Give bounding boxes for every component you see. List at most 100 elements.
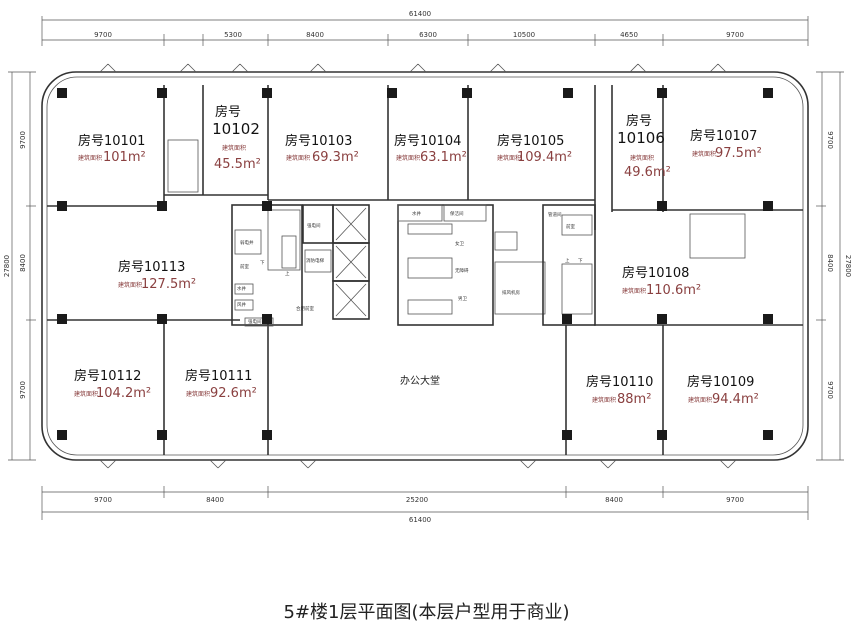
left-dim-3: 9700 (19, 381, 27, 399)
room-10113-area-label: 建筑面积 (118, 281, 142, 289)
bottom-dim-5: 9700 (726, 496, 744, 504)
elevator-core: 强电间 消防电梯 (302, 204, 370, 320)
room-10111-name: 房号10111 (185, 368, 252, 384)
column-5 (462, 88, 472, 98)
room-10103-name: 房号10103 (285, 133, 352, 149)
left-dimensions: 27800 9700 8400 9700 (3, 71, 36, 461)
room-10113-area: 127.5m² (141, 277, 196, 292)
column-18 (657, 314, 667, 324)
room-10111: 房号10111 建筑面积 92.6m² (185, 368, 257, 401)
top-dim-2: 5300 (224, 31, 242, 39)
building-inner-wall (46, 76, 804, 456)
top-dim-1: 9700 (94, 31, 112, 39)
room-10102-name-2: 10102 (212, 120, 260, 138)
column-14 (57, 314, 67, 324)
room-10105-name: 房号10105 (497, 133, 564, 149)
room-10107-area: 97.5m² (715, 146, 762, 161)
room-10106-area: 49.6m² (624, 165, 671, 180)
column-8 (763, 88, 773, 98)
fire-lobby-label-2: 前室 (566, 223, 575, 230)
column-11 (262, 201, 272, 211)
room-10112-name: 房号10112 (74, 368, 141, 384)
bottom-dim-3: 25200 (406, 496, 428, 504)
smoke-room-label: 排风机房 (502, 289, 520, 296)
right-dim-1: 9700 (826, 131, 834, 149)
male-wc-label: 男卫 (458, 296, 467, 302)
down-label-2: 下 (578, 258, 583, 264)
room-10113: 房号10113 建筑面积 127.5m² (118, 259, 196, 292)
column-17 (562, 314, 572, 324)
room-10103-area-label: 建筑面积 (286, 154, 310, 162)
bottom-dim-2: 8400 (206, 496, 224, 504)
room-10102-name-1: 房号 (215, 104, 241, 120)
room-10102: 房号 10102 建筑面积 45.5m² (212, 104, 261, 172)
room-10103: 房号10103 建筑面积 69.3m² (285, 133, 359, 165)
room-10109-name: 房号10109 (687, 374, 754, 390)
column-2 (157, 88, 167, 98)
top-dim-5: 10500 (513, 31, 535, 39)
plan-caption: 5#楼1层平面图(本层户型用于商业) (283, 602, 570, 623)
room-10108-area: 110.6m² (646, 283, 701, 298)
room-10106: 房号 10106 建筑面积 49.6m² (617, 113, 671, 180)
room-10105: 房号10105 建筑面积 109.4m² (497, 133, 572, 165)
structural-columns (57, 88, 773, 440)
room-10101-name: 房号10101 (78, 133, 145, 149)
right-dim-3: 9700 (826, 381, 834, 399)
right-core: 前室 上 下 管道间 (542, 204, 596, 326)
column-24 (657, 430, 667, 440)
bottom-dimensions: 9700 8400 25200 8400 9700 61400 (41, 486, 809, 524)
elevator-lobby-label: 合用前室 (296, 305, 314, 312)
column-21 (157, 430, 167, 440)
bottom-dim-4: 8400 (605, 496, 623, 504)
room-10101: 房号10101 建筑面积 101m² (78, 133, 146, 165)
toilet-core: 水井 保洁间 女卫 无障碍 男卫 排风机房 (397, 204, 546, 326)
building-outer-wall (41, 71, 809, 461)
room-10106-name-2: 10106 (617, 129, 665, 147)
room-10104: 房号10104 建筑面积 63.1m² (394, 133, 467, 165)
column-9 (57, 201, 67, 211)
office-lobby-label: 办公大堂 (400, 374, 440, 387)
wind-well-label: 风井 (237, 301, 246, 308)
column-6 (563, 88, 573, 98)
room-10110-name: 房号10110 (586, 374, 653, 390)
room-10111-area: 92.6m² (210, 386, 257, 401)
right-dim-2: 8400 (826, 254, 834, 272)
column-3 (262, 88, 272, 98)
top-dim-7: 9700 (726, 31, 744, 39)
female-wc-label: 女卫 (455, 240, 464, 247)
room-10109: 房号10109 建筑面积 94.4m² (687, 374, 759, 407)
top-dim-6: 4650 (620, 31, 638, 39)
room-10101-area-label: 建筑面积 (78, 154, 102, 162)
bottom-total-dim: 61400 (409, 516, 431, 524)
column-16 (262, 314, 272, 324)
down-label-1: 下 (260, 260, 265, 266)
room-10108: 房号10108 建筑面积 110.6m² (622, 265, 701, 298)
column-1 (57, 88, 67, 98)
room-10111-area-label: 建筑面积 (186, 390, 210, 398)
room-10108-area-label: 建筑面积 (622, 287, 646, 295)
column-12 (657, 201, 667, 211)
column-23 (562, 430, 572, 440)
room-10107-area-label: 建筑面积 (692, 150, 716, 158)
left-core: 弱电井 前室 下 上 水井 风井 强电间 合用前室 (231, 204, 314, 327)
top-dim-3: 8400 (306, 31, 324, 39)
strong-room-label-2: 强电间 (307, 222, 321, 229)
room-10112-area: 104.2m² (96, 386, 151, 401)
room-10104-area-label: 建筑面积 (396, 154, 420, 162)
left-dim-1: 9700 (19, 131, 27, 149)
accessible-wc-label: 无障碍 (455, 267, 469, 274)
room-10110-area: 88m² (617, 392, 651, 407)
room-10112-area-label: 建筑面积 (74, 390, 98, 398)
column-19 (763, 314, 773, 324)
room-10107-name: 房号10107 (690, 128, 757, 144)
room-10110: 房号10110 建筑面积 88m² (586, 374, 653, 407)
up-label-1: 上 (285, 270, 290, 277)
column-4 (387, 88, 397, 98)
water-well-label-1: 水井 (237, 285, 246, 292)
column-7 (657, 88, 667, 98)
column-25 (763, 430, 773, 440)
room-10105-area: 109.4m² (517, 150, 572, 165)
room-10104-name: 房号10104 (394, 133, 461, 149)
room-10110-area-label: 建筑面积 (592, 396, 616, 404)
